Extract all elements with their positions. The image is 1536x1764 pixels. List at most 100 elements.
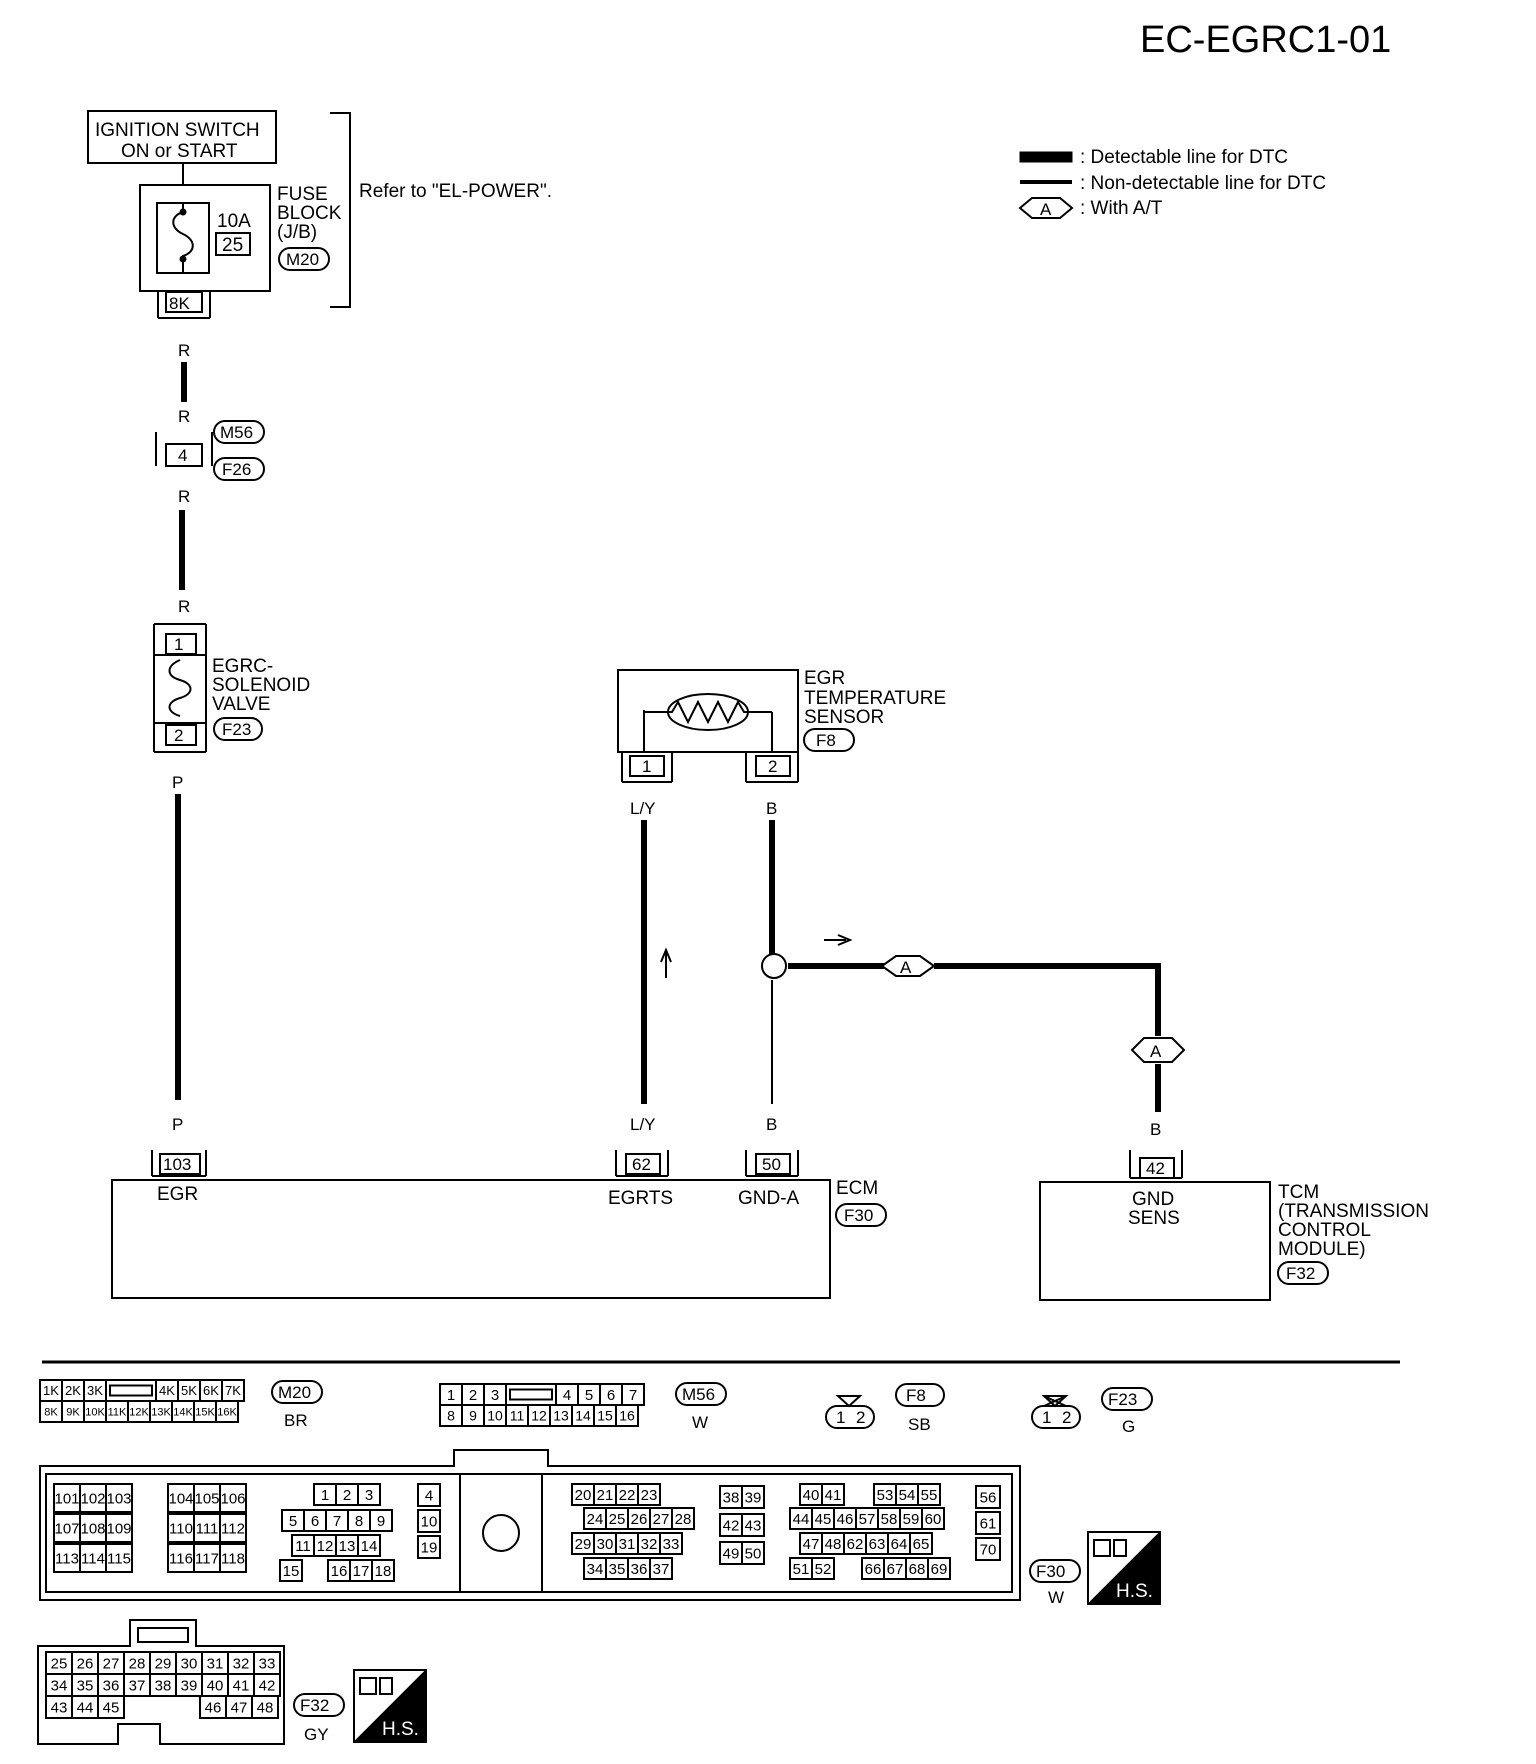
connector-f30-pin-46: 46 bbox=[837, 1511, 854, 1528]
connector-m56-pin-11: 11 bbox=[510, 1408, 525, 1424]
connector-f23-id: F23 bbox=[1108, 1390, 1137, 1409]
connector-f30-pin-105: 105 bbox=[194, 1490, 219, 1507]
refer-el-power: Refer to "EL-POWER". bbox=[359, 181, 552, 202]
tcm-label-3: CONTROL bbox=[1278, 1220, 1371, 1241]
connector-f30-pin-6: 6 bbox=[311, 1513, 319, 1530]
connector-f30-pin-25: 25 bbox=[609, 1511, 626, 1528]
connector-m20-pin-3K: 3K bbox=[87, 1383, 103, 1398]
connector-m20-pin-8K: 8K bbox=[44, 1406, 58, 1418]
ecm-box bbox=[111, 1179, 831, 1299]
connector-f30-pin-53: 53 bbox=[877, 1487, 894, 1504]
connector-f32-pin-47: 47 bbox=[231, 1699, 248, 1716]
connector-f32-pin-45: 45 bbox=[103, 1699, 120, 1716]
fuse-block-label-2: BLOCK bbox=[277, 203, 342, 224]
ecm-pin-50: 50 bbox=[762, 1155, 781, 1174]
solenoid-connector: F23 bbox=[222, 720, 251, 739]
connector-f30-pin-38: 38 bbox=[723, 1489, 740, 1506]
connector-f32-pin-30: 30 bbox=[181, 1655, 198, 1672]
connector-f30-pin-39: 39 bbox=[745, 1489, 762, 1506]
wire-label-r4: R bbox=[178, 597, 190, 616]
connector-f30-pin-50: 50 bbox=[745, 1545, 762, 1562]
connector-m20-pin-15K: 15K bbox=[195, 1406, 215, 1418]
ecm-connector: F30 bbox=[844, 1206, 873, 1225]
tcm-label-2: (TRANSMISSION bbox=[1278, 1201, 1429, 1222]
connector-f32-pin-25: 25 bbox=[51, 1655, 68, 1672]
connector-m20-color: BR bbox=[284, 1411, 308, 1430]
diagram-title: EC-EGRC1-01 bbox=[1140, 19, 1391, 61]
solenoid-coil-icon bbox=[168, 659, 192, 717]
connector-f30-pin-47: 47 bbox=[803, 1536, 820, 1553]
ignition-switch-box bbox=[87, 110, 277, 164]
connector-f30-pin-55: 55 bbox=[921, 1487, 938, 1504]
connector-f32-pin-39: 39 bbox=[181, 1677, 198, 1694]
connector-f30-color: W bbox=[1048, 1588, 1064, 1607]
connector-m56-pin-7: 7 bbox=[629, 1387, 637, 1404]
connector-f30-pin-23: 23 bbox=[641, 1487, 658, 1504]
connector-f30-pin-68: 68 bbox=[909, 1561, 926, 1578]
connector-f8-color: SB bbox=[908, 1415, 931, 1434]
connector-m56-pin-10: 10 bbox=[487, 1408, 503, 1424]
connector-f30-pin-30: 30 bbox=[597, 1536, 614, 1553]
connector-f30-pin-112: 112 bbox=[221, 1520, 245, 1537]
connector-f32-pin-38: 38 bbox=[155, 1677, 172, 1694]
connector-f30-pin-56: 56 bbox=[980, 1489, 997, 1506]
connector-f30-pin-110: 110 bbox=[169, 1520, 193, 1537]
connector-f32-pin-31: 31 bbox=[207, 1655, 224, 1672]
connector-f30-pin-13: 13 bbox=[339, 1538, 356, 1555]
connector-f30-pin-60: 60 bbox=[925, 1511, 942, 1528]
connector-f30-pin-37: 37 bbox=[653, 1561, 670, 1578]
connector-m56-pin-5: 5 bbox=[585, 1387, 593, 1404]
connector-f32-outline bbox=[37, 1619, 285, 1745]
sensor-label-3: SENSOR bbox=[804, 707, 884, 728]
joint-conn-m56: M56 bbox=[220, 423, 253, 442]
joint-connector bbox=[165, 443, 203, 467]
hs-label-f30: H.S. bbox=[1116, 1581, 1153, 1602]
connector-f23-pin-1: 1 bbox=[1042, 1408, 1051, 1427]
tcm-box bbox=[1039, 1181, 1271, 1301]
connector-f8-pin-2: 2 bbox=[856, 1408, 865, 1427]
connector-f30-pin-15: 15 bbox=[283, 1563, 300, 1580]
connector-f32-pin-33: 33 bbox=[259, 1655, 276, 1672]
connector-f32-pin-46: 46 bbox=[205, 1699, 222, 1716]
connector-m20-id: M20 bbox=[278, 1383, 311, 1402]
ecm-label: ECM bbox=[836, 1178, 878, 1199]
connector-f30-pin-27: 27 bbox=[653, 1511, 670, 1528]
connector-f8-pin-1: 1 bbox=[836, 1408, 845, 1427]
connector-f30-pin-35: 35 bbox=[609, 1561, 626, 1578]
connector-f32-pin-32: 32 bbox=[233, 1655, 250, 1672]
connector-m56-pin-16: 16 bbox=[619, 1408, 635, 1424]
ecm-pin-gnd-a-label: GND-A bbox=[738, 1188, 800, 1209]
connector-f23-color: G bbox=[1122, 1417, 1135, 1436]
connector-f30-pin-11: 11 bbox=[295, 1538, 311, 1555]
connector-f30-pin-18: 18 bbox=[375, 1563, 392, 1580]
connector-f30-pin-33: 33 bbox=[663, 1536, 680, 1553]
tcm-label-4: MODULE) bbox=[1278, 1239, 1366, 1260]
connector-f32-color: GY bbox=[304, 1725, 329, 1744]
connector-m20-pin-6K: 6K bbox=[203, 1383, 219, 1398]
connector-f30-pin-51: 51 bbox=[793, 1561, 810, 1578]
connector-f30-pin-9: 9 bbox=[377, 1513, 385, 1530]
connector-f32-pin-29: 29 bbox=[155, 1655, 172, 1672]
connector-m56-pin-1: 1 bbox=[447, 1387, 455, 1404]
connector-m20-pin-7K: 7K bbox=[225, 1383, 241, 1398]
connector-f32-pin-40: 40 bbox=[207, 1677, 224, 1694]
connector-f30-pin-61: 61 bbox=[980, 1515, 997, 1532]
connector-f30-pin-2: 2 bbox=[343, 1487, 351, 1504]
connector-f32-id: F32 bbox=[300, 1696, 329, 1715]
connector-f30-lock bbox=[459, 1473, 543, 1593]
connector-f30-pin-40: 40 bbox=[803, 1487, 820, 1504]
connector-f30-pin-65: 65 bbox=[913, 1536, 930, 1553]
wire-label-b3: B bbox=[1150, 1120, 1161, 1139]
connector-m20-pin-14K: 14K bbox=[173, 1406, 193, 1418]
legend-with-at: : With A/T bbox=[1080, 198, 1163, 219]
connector-f30-pin-118: 118 bbox=[221, 1550, 245, 1567]
connector-m56-pin-2: 2 bbox=[469, 1387, 477, 1404]
connector-f30-pin-19: 19 bbox=[421, 1539, 438, 1556]
fuse-terminal-8k: 8K bbox=[169, 294, 190, 313]
connector-f30-pin-26: 26 bbox=[631, 1511, 648, 1528]
connector-f23: 1 2 F23 G bbox=[1031, 1387, 1153, 1436]
connector-f30-pin-7: 7 bbox=[333, 1513, 341, 1530]
signal-direction-arrow bbox=[660, 947, 672, 978]
connector-m20-pin-13K: 13K bbox=[151, 1406, 171, 1418]
